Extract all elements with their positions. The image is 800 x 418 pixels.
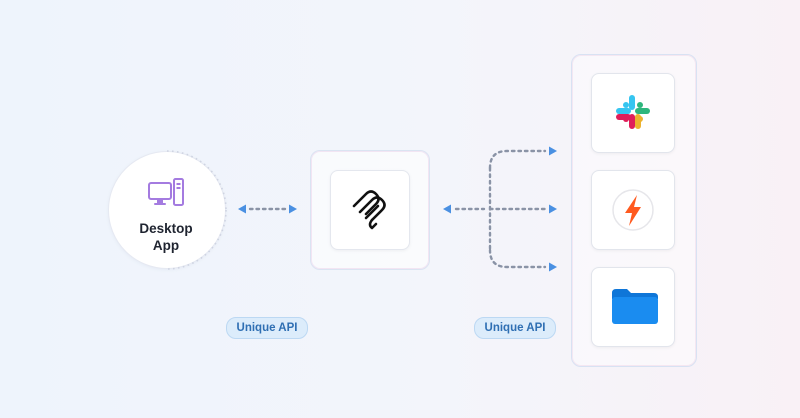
folder-icon — [612, 289, 658, 324]
desktop-hub-connector — [238, 204, 297, 214]
unique-api-badge-right: Unique API — [474, 317, 556, 339]
slack-tile[interactable] — [591, 73, 675, 153]
hub-branch-connector — [443, 146, 557, 272]
desktop-computer-icon — [148, 178, 184, 206]
desktop-app-label-line2: App — [152, 238, 180, 253]
unified-api-logo-icon — [352, 190, 386, 230]
unique-api-badge-left: Unique API — [226, 317, 308, 339]
lightning-icon — [612, 189, 654, 231]
zapier-tile[interactable] — [591, 170, 675, 250]
files-tile[interactable] — [591, 267, 675, 347]
desktop-app-label: Desktop App — [108, 220, 224, 254]
desktop-app-label-line1: Desktop — [139, 221, 193, 236]
slack-icon — [616, 95, 650, 129]
